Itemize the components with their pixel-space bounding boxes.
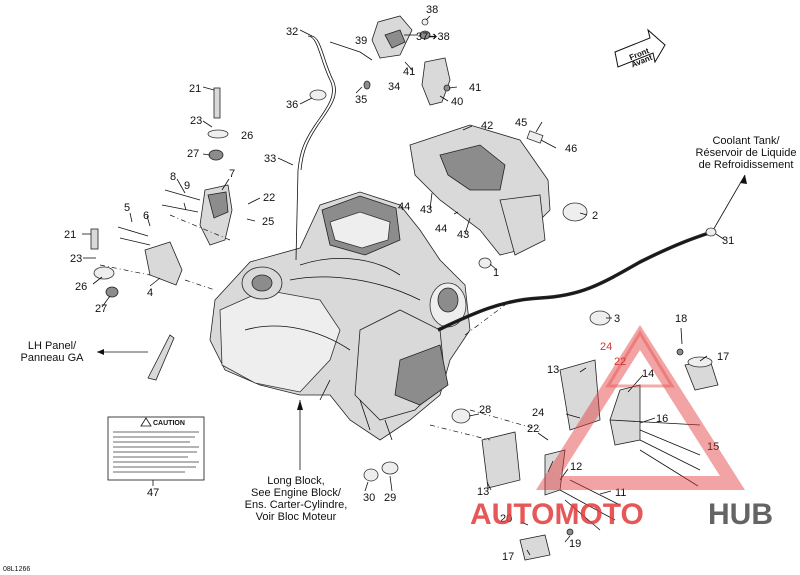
callout-42: 42: [481, 120, 493, 132]
svg-text:CAUTION: CAUTION: [153, 420, 185, 427]
svg-text:de Refroidissement: de Refroidissement: [699, 159, 794, 171]
callout-19: 19: [569, 538, 581, 550]
callout-23-lower: 23: [70, 253, 82, 265]
callout-26-upper: 26: [241, 130, 253, 142]
callout-38: 38: [426, 4, 438, 16]
callout-41-lower: 41: [469, 82, 481, 94]
callout-45: 45: [515, 117, 527, 129]
leader-lines: [82, 15, 726, 556]
callout-7: 7: [229, 168, 235, 180]
callout-47: 47: [147, 487, 159, 499]
upper-bracket: [409, 124, 588, 269]
callout-13-lower: 13: [477, 486, 489, 498]
callout-25: 25: [262, 216, 274, 228]
lh-panel-stub: [147, 334, 175, 381]
callout-15: 15: [707, 441, 719, 453]
callout-28: 28: [479, 404, 491, 416]
right-engine-mount: [481, 348, 719, 561]
svg-text:Long Block,: Long Block,: [267, 475, 324, 487]
svg-text:Réservoir de Liquide: Réservoir de Liquide: [696, 147, 797, 159]
sensor-group: [309, 15, 451, 106]
callout-44-upper: 44: [398, 201, 410, 213]
callout-34: 34: [388, 81, 400, 93]
callout-4: 4: [147, 287, 153, 299]
long-block-note: Long Block, See Engine Block/ Ens. Carte…: [245, 475, 348, 523]
callout-21-upper: 21: [189, 83, 201, 95]
callout-3: 3: [614, 313, 620, 325]
callout-29: 29: [384, 492, 396, 504]
callout-24: 24: [532, 407, 544, 419]
engine-assembly: [209, 191, 471, 441]
svg-text:LH Panel/: LH Panel/: [28, 340, 77, 352]
callout-16: 16: [656, 413, 668, 425]
callout-43-upper: 43: [420, 204, 432, 216]
automotohub-watermark: 24 22 AUTOMOTO HUB: [470, 325, 773, 531]
callout-14: 14: [642, 368, 654, 380]
callout-44-lower: 44: [435, 223, 447, 235]
watermark-22: 22: [614, 356, 626, 368]
callout-36: 36: [286, 99, 298, 111]
clamp-29: [381, 461, 399, 475]
callout-43-lower: 43: [457, 229, 469, 241]
callout-40: 40: [451, 96, 463, 108]
callout-35: 35: [355, 94, 367, 106]
callout-27-upper: 27: [187, 148, 199, 160]
callout-23-upper: 23: [190, 115, 202, 127]
watermark-hub: HUB: [708, 498, 773, 531]
callout-9: 9: [184, 180, 190, 192]
callout-30: 30: [363, 492, 375, 504]
callout-21-lower: 21: [64, 229, 76, 241]
callout-22-right: 22: [527, 423, 539, 435]
callout-13-upper: 13: [547, 364, 559, 376]
diagram-code: 08L1266: [3, 566, 30, 573]
callout-20: 20: [500, 513, 512, 525]
svg-text:See Engine Block/: See Engine Block/: [251, 487, 342, 499]
callout-39: 39: [355, 35, 367, 47]
callout-1: 1: [493, 267, 499, 279]
clamp-30: [363, 468, 379, 482]
callout-18: 18: [675, 313, 687, 325]
callout-12: 12: [570, 461, 582, 473]
callout-31: 31: [722, 235, 734, 247]
callout-37-to-38: 37➔38: [416, 31, 450, 43]
callout-17-lower: 17: [502, 551, 514, 563]
coolant-tank-note: Coolant Tank/ Réservoir de Liquide de Re…: [696, 135, 797, 171]
callout-26-lower: 26: [75, 281, 87, 293]
callout-5: 5: [124, 202, 130, 214]
callout-8: 8: [170, 171, 176, 183]
left-engine-mount: [90, 87, 233, 298]
callout-41-upper: 41: [403, 66, 415, 78]
callout-11: 11: [615, 487, 626, 499]
clamp-28: [451, 408, 471, 424]
caution-label-sticker: CAUTION: [107, 416, 205, 481]
clamp-31: [705, 227, 717, 237]
svg-text:Panneau GA: Panneau GA: [21, 352, 85, 364]
front-direction-arrow: Front Avant: [614, 28, 666, 69]
watermark-automoto: AUTOMOTO: [470, 498, 644, 531]
callout-46: 46: [565, 143, 577, 155]
callout-6: 6: [143, 210, 149, 222]
callout-22-left: 22: [263, 192, 275, 204]
svg-text:Ens. Carter-Cylindre,: Ens. Carter-Cylindre,: [245, 499, 348, 511]
callout-27-lower: 27: [95, 303, 107, 315]
callout-33: 33: [264, 153, 276, 165]
lh-panel-note: LH Panel/ Panneau GA: [21, 340, 85, 364]
callout-2: 2: [592, 210, 598, 222]
watermark-24: 24: [600, 341, 612, 353]
svg-text:Voir Bloc Moteur: Voir Bloc Moteur: [256, 511, 337, 523]
callout-17-upper: 17: [717, 351, 729, 363]
svg-text:Coolant Tank/: Coolant Tank/: [712, 135, 780, 147]
callout-32: 32: [286, 26, 298, 38]
callout-numbers: 1 2 3 4 5 6 7 8 9 11 12 13 13 14 15 16 1…: [64, 4, 734, 563]
